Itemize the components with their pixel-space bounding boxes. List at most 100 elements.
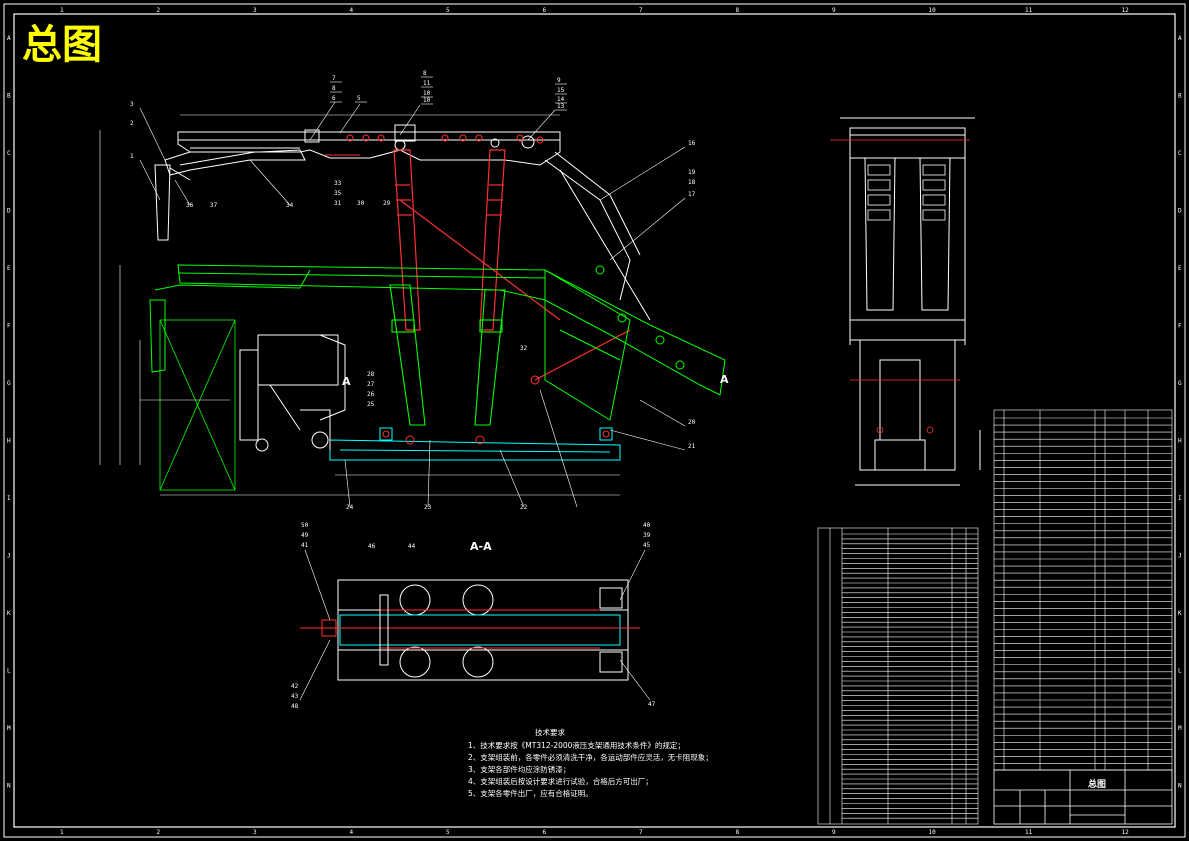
grid-col-label: 1	[60, 829, 64, 836]
callout-number: 24	[346, 504, 354, 511]
leader-line	[299, 639, 331, 701]
leader-line	[344, 459, 351, 508]
callout-number: 37	[210, 202, 218, 209]
callout-number: 34	[286, 202, 294, 209]
callout-number: 22	[520, 504, 528, 511]
callout-number: 6	[332, 95, 336, 102]
section-marker-left: A	[342, 375, 351, 405]
base-pins	[382, 375, 610, 445]
leader-line	[609, 197, 686, 261]
grid-row-label: M	[1178, 725, 1182, 732]
grid-row-label: E	[1178, 265, 1182, 272]
grid-row-label: J	[7, 553, 11, 560]
grid-col-label: 11	[1025, 7, 1033, 14]
conveyor-shearer	[239, 334, 346, 452]
side-view-coils	[867, 164, 946, 221]
inner-frame	[13, 13, 1176, 828]
callout-number: 11	[423, 80, 431, 87]
leader-line	[619, 659, 651, 701]
callout-number: 8	[332, 85, 336, 92]
grid-col-label: 6	[543, 7, 547, 14]
leader-line	[527, 109, 556, 141]
section-aa-center	[339, 614, 621, 646]
tech-requirements-list: 1、技术要求按《MT312-2000液压支架通用技术条件》的规定；2、支架组装前…	[468, 740, 713, 798]
callout-number: 31	[334, 200, 342, 207]
grid-row-label: C	[1178, 150, 1182, 157]
grid-row-label: G	[1178, 380, 1182, 387]
spec-table-rows	[842, 533, 978, 819]
callout-number: 8	[423, 70, 427, 77]
grid-col-label: 3	[253, 829, 257, 836]
leader-line	[304, 549, 331, 621]
grid-row-label: A	[7, 35, 11, 42]
leader-line	[639, 399, 686, 427]
grid-col-label: 1	[60, 7, 64, 14]
canopy-holes	[325, 134, 544, 156]
callout-number: 14	[557, 96, 565, 103]
canopy-upper	[177, 124, 561, 166]
grid-col-label: 10	[929, 829, 937, 836]
grid-col-label: 10	[929, 7, 937, 14]
grid-row-label: K	[1178, 610, 1182, 617]
callout-number: 3	[130, 101, 134, 108]
callout-number: 43	[291, 693, 299, 700]
callout-number: 9	[557, 77, 561, 84]
leader-line	[309, 101, 336, 141]
callout-number: 26	[367, 391, 375, 398]
callout-number: 21	[688, 443, 696, 450]
section-aa-connector	[379, 594, 389, 666]
grid-col-label: 7	[639, 829, 643, 836]
leader-line	[174, 179, 191, 206]
caving-shield	[544, 151, 651, 321]
main-elevation-view: A A	[99, 114, 729, 496]
grid-col-label: 7	[639, 7, 643, 14]
grid-row-label: M	[7, 725, 11, 732]
grid-col-label: 5	[446, 7, 450, 14]
callout-number: 41	[301, 542, 309, 549]
grid-row-label: J	[1178, 553, 1182, 560]
canopy-lower	[149, 264, 726, 421]
side-view-red	[830, 139, 970, 434]
grid-row-label: N	[7, 783, 11, 790]
callout-number: 47	[648, 701, 656, 708]
tech-requirement-item: 1、技术要求按《MT312-2000液压支架通用技术条件》的规定；	[468, 740, 685, 750]
grid-col-label: 8	[736, 7, 740, 14]
section-aa-red	[300, 609, 640, 649]
callout-number: 48	[291, 703, 299, 710]
grid-col-label: 8	[736, 829, 740, 836]
callout-number: 32	[520, 345, 528, 352]
callout-number: 13	[557, 103, 565, 110]
callout-number: 40	[643, 522, 651, 529]
callout-number: 25	[367, 401, 375, 408]
grid-col-label: 9	[832, 829, 836, 836]
grid-col-label: 9	[832, 7, 836, 14]
grid-col-label: 11	[1025, 829, 1033, 836]
grid-row-label: F	[7, 323, 11, 330]
bom-table-rows	[994, 417, 1172, 764]
grid-row-label: B	[1178, 93, 1182, 100]
callout-number: 49	[301, 532, 309, 539]
tech-requirement-item: 3、支架各部件均应涂防锈漆；	[468, 764, 570, 774]
callout-number: 17	[688, 191, 696, 198]
section-title: A-A	[470, 540, 492, 553]
callout-number: 10	[423, 90, 431, 97]
callout-number: 44	[408, 543, 416, 550]
callout-number: 35	[334, 190, 342, 197]
callout-number: 18	[688, 179, 696, 186]
callout-number: 20	[688, 419, 696, 426]
leader-line	[539, 389, 578, 508]
leader-line	[249, 159, 291, 206]
front-beam-upper	[154, 149, 306, 241]
grid-row-label: I	[1178, 495, 1182, 502]
callout-number: 19	[688, 169, 696, 176]
side-elevation-view	[840, 117, 981, 486]
coal-face	[159, 319, 236, 491]
callout-number: 10	[423, 97, 431, 104]
callout-number: 30	[357, 200, 365, 207]
